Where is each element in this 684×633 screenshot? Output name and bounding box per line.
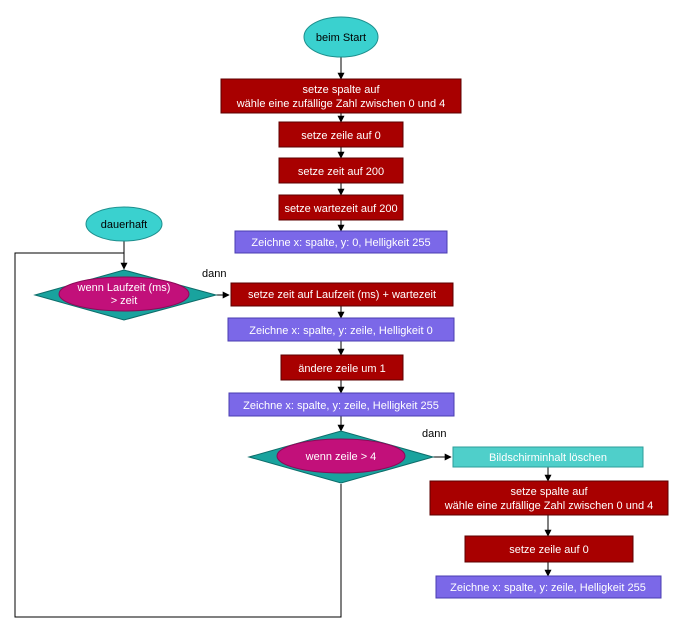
draw-start-label: Zeichne x: spalte, y: 0, Helligkeit 255: [251, 237, 430, 249]
start-label: beim Start: [316, 32, 366, 44]
draw-start-block: Zeichne x: spalte, y: 0, Helligkeit 255: [234, 230, 448, 254]
cond1-line1: wenn Laufzeit (ms): [77, 282, 171, 294]
change-row-block: ändere zeile um 1: [280, 354, 404, 381]
forever-label: dauerhaft: [101, 219, 147, 231]
set-row2-block: setze zeile auf 0: [464, 535, 634, 563]
draw-row0-block: Zeichne x: spalte, y: zeile, Helligkeit …: [227, 317, 455, 342]
cond1-line2: > zeit: [111, 295, 138, 307]
set-column-block: setze spalte auf wähle eine zufällige Za…: [220, 78, 462, 114]
set-wait-block: setze wartezeit auf 200: [278, 194, 404, 221]
draw-row255-label: Zeichne x: spalte, y: zeile, Helligkeit …: [243, 400, 439, 412]
set-time-runtime-block: setze zeit auf Laufzeit (ms) + wartezeit: [230, 282, 454, 307]
set-column2-block: setze spalte auf wähle eine zufällige Za…: [429, 480, 669, 516]
change-row-label: ändere zeile um 1: [298, 363, 385, 375]
draw-row0-label: Zeichne x: spalte, y: zeile, Helligkeit …: [249, 325, 432, 337]
set-row-block: setze zeile auf 0: [278, 121, 404, 148]
set-column-line1: setze spalte auf: [302, 84, 380, 96]
set-wait-label: setze wartezeit auf 200: [284, 203, 397, 215]
clear-screen-label: Bildschirminhalt löschen: [489, 452, 607, 464]
set-column2-line2: wähle eine zufällige Zahl zwischen 0 und…: [444, 500, 654, 512]
set-column2-line1: setze spalte auf: [510, 486, 588, 498]
loop-back-line: [14, 252, 342, 618]
set-column-line2: wähle eine zufällige Zahl zwischen 0 und…: [236, 98, 446, 110]
forever-node: dauerhaft: [85, 206, 163, 242]
set-time-block: setze zeit auf 200: [278, 157, 404, 184]
decision-1: wenn Laufzeit (ms) > zeit dann: [33, 268, 226, 321]
then2-label: dann: [422, 428, 446, 440]
decision-2: wenn zeile > 4 dann: [247, 428, 446, 484]
draw-row2-label: Zeichne x: spalte, y: zeile, Helligkeit …: [450, 582, 646, 594]
draw-row255-block: Zeichne x: spalte, y: zeile, Helligkeit …: [228, 392, 455, 417]
set-time-label: setze zeit auf 200: [298, 166, 384, 178]
cond2-label: wenn zeile > 4: [305, 451, 377, 463]
start-node: beim Start: [303, 16, 379, 58]
draw-row2-block: Zeichne x: spalte, y: zeile, Helligkeit …: [435, 575, 662, 599]
set-row-label: setze zeile auf 0: [301, 130, 381, 142]
set-time-runtime-label: setze zeit auf Laufzeit (ms) + wartezeit: [248, 289, 436, 301]
set-row2-label: setze zeile auf 0: [509, 544, 589, 556]
connectors: [14, 56, 552, 618]
clear-screen-block: Bildschirminhalt löschen: [452, 446, 644, 468]
then1-label: dann: [202, 268, 226, 280]
